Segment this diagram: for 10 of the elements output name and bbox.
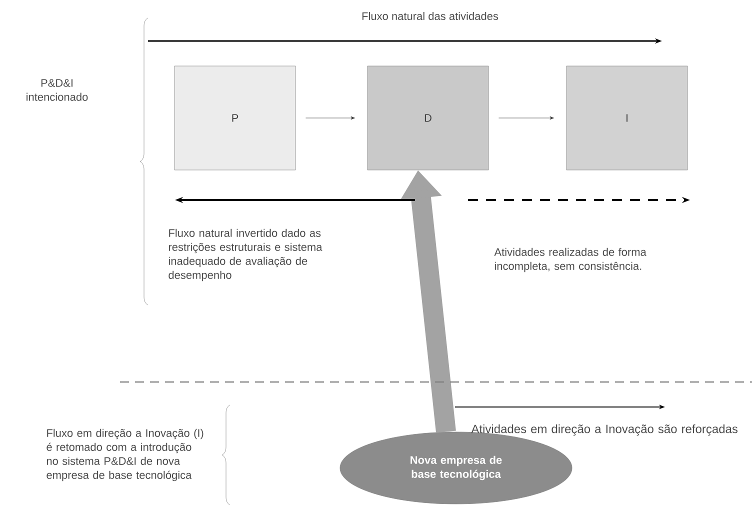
text-label: Fluxo natural das atividades — [362, 12, 498, 20]
arrow — [498, 116, 554, 120]
text-label: Fluxo em direção a Inovação (I) é retomado com a introdução no sistema P&D&I de nova empresa de base tecnológica — [46, 428, 204, 482]
text-label: P&D&I intencionado — [26, 79, 88, 101]
text-label: Fluxo natural invertido dado as restrições estruturais e sistema inadequado de avaliação de desempenho — [168, 228, 322, 282]
text-label: Atividades realizadas de forma incompleta, sem consistência. — [494, 248, 646, 272]
arrow — [306, 116, 355, 120]
process-box: I — [566, 66, 688, 170]
process-box: P — [174, 66, 296, 170]
process-box: D — [367, 66, 489, 170]
